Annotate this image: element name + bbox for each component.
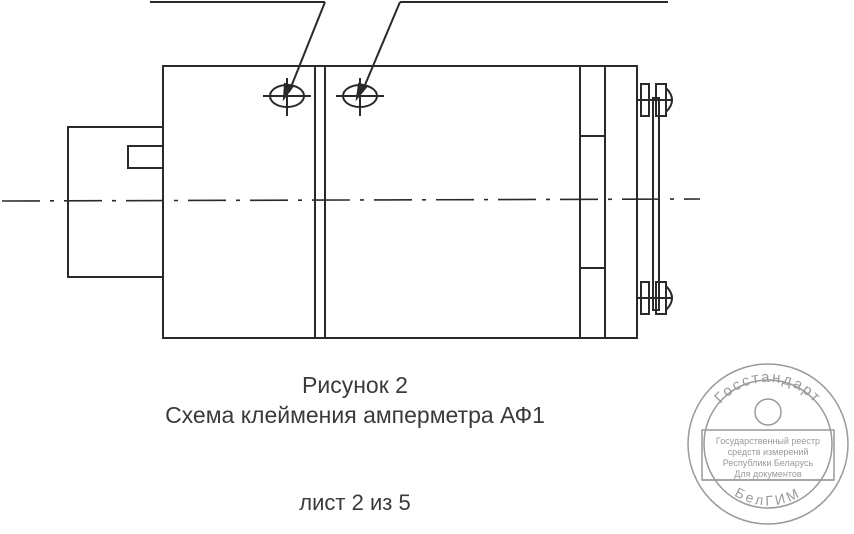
shaft-key — [127, 145, 164, 169]
svg-text:БелГИМ: БелГИМ — [732, 484, 803, 509]
stamp-bottom-text: БелГИМ — [732, 484, 800, 509]
figure-title: Схема клеймения амперметра АФ1 — [165, 402, 545, 428]
gosstandart-stamp: Госстандарт БелГИМ Государственный реест… — [687, 363, 849, 525]
figure-number: Рисунок 2 — [302, 372, 408, 398]
sheet-label: лист 2 из 5 — [299, 490, 411, 515]
screw-bottom — [637, 281, 673, 315]
stamp-line-1: Государственный реестр — [716, 436, 820, 446]
stamp-line-2: средств измерений — [728, 447, 809, 457]
end-plate — [652, 97, 660, 311]
stamp-line-3: Республики Беларусь — [723, 458, 814, 468]
shaft — [67, 126, 164, 278]
stamp-emblem-icon — [754, 398, 782, 426]
housing-body — [162, 65, 638, 339]
screw-top — [637, 83, 673, 117]
stamp-line-4: Для документов — [734, 469, 802, 479]
leader-line-right-diag — [361, 1, 401, 93]
leader-line-left-diag — [288, 1, 326, 93]
center-axis — [1, 198, 701, 202]
